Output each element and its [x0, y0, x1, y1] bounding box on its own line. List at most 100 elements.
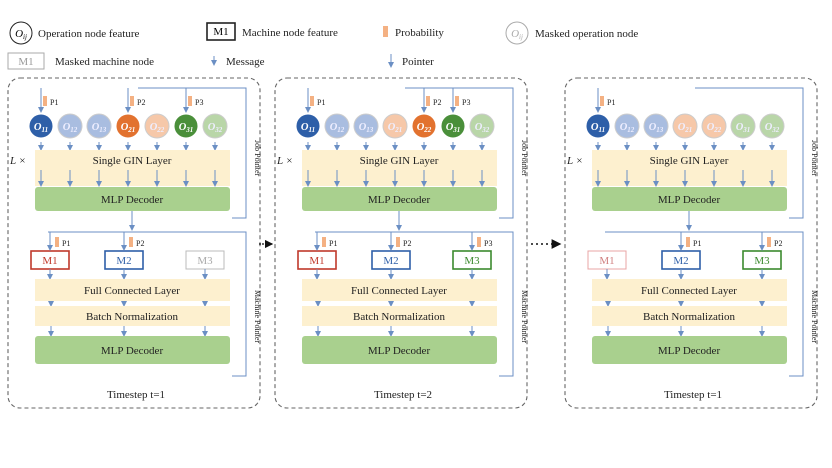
layer-repeat-label: L ×: [9, 155, 26, 167]
op-probability-label: P1: [317, 98, 325, 107]
svg-text:O12: O12: [63, 122, 78, 134]
svg-text:O12: O12: [330, 122, 345, 134]
op-node-O13: O13: [643, 113, 669, 151]
legend-pointer-label: Pointer: [402, 56, 434, 68]
op-probability-P2: P2: [421, 88, 441, 113]
job-pointer-label: Job Pointer: [253, 140, 262, 177]
op-node-O31: O31: [173, 113, 199, 151]
op-probability-P3: P3: [450, 88, 470, 113]
op-node-O31: O31: [440, 113, 466, 151]
op-probability-label: P1: [607, 98, 615, 107]
fc-layer-label: Full Connected Layer: [84, 285, 180, 297]
op-probability-P1: P1: [38, 88, 58, 113]
bn-layer: [35, 306, 230, 326]
svg-text:O21: O21: [678, 122, 693, 134]
gin-layer-label: Single GIN Layer: [650, 155, 729, 167]
gin-layer-band: [302, 170, 497, 186]
machine-probability-P2: P2: [121, 232, 144, 251]
gin-layer-label: Single GIN Layer: [360, 155, 439, 167]
machine-pointer-route: [605, 231, 804, 377]
layer-repeat-label: L ×: [276, 155, 293, 167]
svg-text:O11: O11: [34, 122, 48, 134]
legend-op-label: Operation node feature: [38, 28, 140, 40]
job-pointer-route: [138, 87, 247, 219]
op-probability-label: P3: [195, 98, 203, 107]
machine-probability-P1: P1: [314, 232, 337, 251]
op-probability-P2: P2: [125, 88, 145, 113]
mlp-decoder-top-label: MLP Decoder: [101, 194, 164, 206]
layer-repeat-label: L ×: [566, 155, 583, 167]
op-node-O12: O12: [57, 113, 83, 151]
op-node-O32: O32: [759, 113, 785, 151]
svg-text:O21: O21: [388, 122, 403, 134]
op-node-O12: O12: [324, 113, 350, 151]
machine-pointer-route: [48, 231, 247, 377]
op-node-O13: O13: [86, 113, 112, 151]
machine-node-M3: M3: [452, 250, 492, 280]
legend-machine-label: Machine node feature: [242, 27, 338, 39]
mlp-decoder-bottom: [35, 336, 230, 364]
gin-layer: [592, 150, 787, 170]
machine-probability-label: P3: [484, 239, 492, 248]
machine-node-label: M2: [673, 255, 688, 267]
legend-masked-op-sub: ij: [519, 33, 523, 41]
bn-layer-label: Batch Normalization: [643, 311, 735, 323]
timestep-label: Timestep t=1: [107, 389, 165, 401]
op-node-O11: O11: [28, 113, 54, 151]
machine-probability-P3: P3: [469, 232, 492, 251]
machine-node-M2: M2: [661, 250, 701, 280]
svg-text:O31: O31: [179, 122, 194, 134]
mlp-decoder-bottom-label: MLP Decoder: [101, 345, 164, 357]
op-node-O31: O31: [730, 113, 756, 151]
machine-node-M2: M2: [371, 250, 411, 280]
op-probability-P3: P3: [183, 88, 203, 113]
svg-text:O11: O11: [591, 122, 605, 134]
svg-text:O31: O31: [736, 122, 751, 134]
op-node-O32: O32: [202, 113, 228, 151]
op-node-O21: O21: [672, 113, 698, 151]
machine-node-M1: M1: [30, 250, 70, 280]
machine-node-M1: M1: [297, 250, 337, 280]
machine-node-label: M3: [464, 255, 480, 267]
mlp-decoder-top-label: MLP Decoder: [658, 194, 721, 206]
machine-node-M3: M3: [185, 250, 225, 280]
machine-node-label: M3: [197, 255, 213, 267]
op-node-O22: O22: [701, 113, 727, 151]
legend-masked-op: Oij Masked operation node: [505, 21, 638, 45]
fc-layer: [35, 279, 230, 301]
machine-probability-P1: P1: [678, 232, 701, 251]
svg-text:Oij: Oij: [511, 28, 523, 41]
gin-layer-band: [592, 170, 787, 186]
legend-op-feature: Oij Operation node feature: [9, 21, 140, 45]
timestep-label: Timestep t=1: [664, 389, 722, 401]
machine-probability-label: P2: [403, 239, 411, 248]
machine-probability-P2: P2: [759, 232, 782, 251]
mlp-decoder-bottom-label: MLP Decoder: [658, 345, 721, 357]
job-pointer-route: [405, 87, 514, 219]
svg-text:O21: O21: [121, 122, 136, 134]
mlp-decoder-top: [592, 187, 787, 211]
op-probability-label: P3: [462, 98, 470, 107]
mlp-decoder-bottom: [302, 336, 497, 364]
legend-machine-symbol: M1: [213, 26, 228, 38]
machine-node-label: M1: [309, 255, 324, 267]
machine-node-M2: M2: [104, 250, 144, 280]
machine-pointer-label: Machine Pointer: [810, 290, 819, 343]
legend-message-label: Message: [226, 56, 265, 68]
svg-text:O13: O13: [359, 122, 374, 134]
machine-node-M3: M3: [742, 250, 782, 280]
mlp-decoder-top: [35, 187, 230, 211]
job-pointer-label: Job Pointer: [520, 140, 529, 177]
legend-masked-machine: M1 Masked machine node: [7, 52, 154, 70]
legend-message: Message: [211, 56, 265, 68]
legend-machine-feature: M1 Machine node feature: [206, 22, 338, 41]
machine-node-label: M1: [42, 255, 57, 267]
legend-probability: Probability: [383, 26, 444, 39]
op-probability-P1: P1: [595, 88, 615, 113]
fc-layer: [302, 279, 497, 301]
op-node-O11: O11: [585, 113, 611, 151]
svg-text:O13: O13: [649, 122, 664, 134]
